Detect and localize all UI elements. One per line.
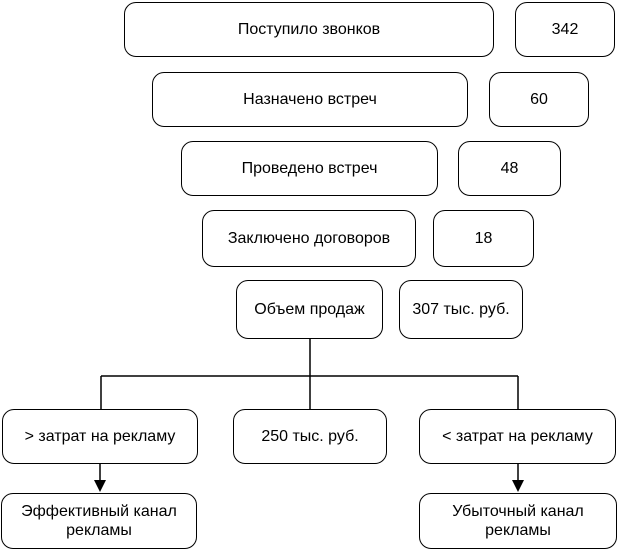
less-than-ad-cost-box: < затрат на рекламу xyxy=(419,409,616,464)
calls-received-value: 342 xyxy=(515,2,615,57)
greater-than-ad-cost-box: > затрат на рекламу xyxy=(2,409,198,464)
arrowhead-loss xyxy=(512,480,524,492)
meetings-held-value: 48 xyxy=(458,141,561,196)
contracts-signed-value: 18 xyxy=(433,210,534,267)
meetings-held-label: Проведено встреч xyxy=(181,141,438,196)
contracts-signed-label: Заключено договоров xyxy=(202,210,416,267)
arrowhead-effective xyxy=(94,480,106,492)
calls-received-label: Поступило звонков xyxy=(124,2,494,57)
sales-volume-value: 307 тыс. руб. xyxy=(399,280,523,339)
sales-volume-label: Объем продаж xyxy=(236,280,383,339)
ad-cost-box: 250 тыс. руб. xyxy=(233,409,387,464)
effective-channel-box: Эффективный канал рекламы xyxy=(1,493,197,549)
meetings-scheduled-label: Назначено встреч xyxy=(152,72,468,127)
loss-channel-box: Убыточный канал рекламы xyxy=(419,493,617,549)
meetings-scheduled-value: 60 xyxy=(489,72,589,127)
